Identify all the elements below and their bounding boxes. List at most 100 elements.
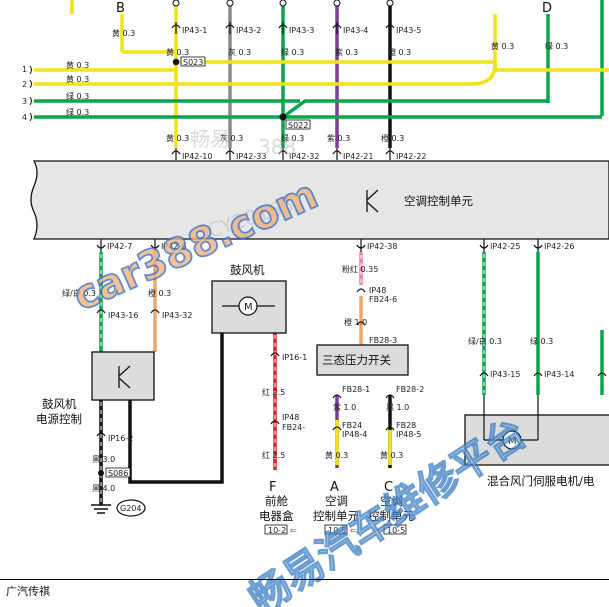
- top-wire-group: [34, 0, 609, 148]
- pressure-switch-label: 三态压力开关: [322, 353, 391, 367]
- module-bottom-connectors: [96, 239, 543, 252]
- conn-ip42-7: IP42-7: [107, 242, 132, 251]
- conn-ip43-16: IP43-16: [108, 311, 138, 320]
- conn-ip42-33: IP42-33: [236, 152, 266, 161]
- label-red-25-b: 红 2.5: [262, 450, 285, 460]
- conn-ip43-14: IP43-14: [544, 370, 574, 379]
- conn-ip16-2: IP16-2: [108, 434, 133, 443]
- splice-s086-label: S086: [108, 469, 128, 478]
- splice-s023-dot: [172, 58, 180, 66]
- label-ip42-21-wire: 紫 0.3: [327, 134, 350, 143]
- splice-s086-dot: [98, 470, 104, 476]
- conn-fb28-1: FB28-1: [342, 385, 370, 394]
- svg-text:⇒: ⇒: [373, 526, 380, 535]
- lower-wires: [99, 252, 604, 505]
- svg-text:前舱: 前舱: [265, 494, 288, 508]
- svg-text:M: M: [244, 302, 253, 313]
- conn-ip48-red: IP48: [282, 413, 299, 422]
- svg-text:3: 3: [22, 97, 27, 106]
- blower-power-label-1: 鼓风机: [42, 397, 77, 411]
- svg-text:A: A: [330, 480, 339, 495]
- blower-power-control-box: [91, 351, 155, 401]
- ground-g204-label: G204: [120, 504, 141, 513]
- label-d-yellow: 黄 0.3: [491, 41, 514, 51]
- label-ip43-4-purple: 紫 0.3: [335, 48, 358, 57]
- blower-label: 鼓风机: [230, 263, 265, 277]
- conn-ip48: IP48: [369, 286, 386, 295]
- destination-a: A 空调 控制单元 10-5 ⇐: [313, 480, 359, 535]
- destination-f: F 前舱 电器盒 10-2 ⇐: [259, 480, 297, 535]
- conn-ip43-5: IP43-5: [396, 26, 421, 35]
- label-ip42-33-wire: 灰 0.3: [220, 133, 243, 143]
- svg-text:空调: 空调: [325, 494, 348, 508]
- footer-brand: 广汽传祺: [6, 585, 50, 598]
- conn-ip42-21: IP42-21: [343, 152, 373, 161]
- conn-ip43-15: IP43-15: [490, 370, 520, 379]
- blower-power-label-2: 电源控制: [36, 412, 82, 426]
- svg-text:10-2: 10-2: [268, 526, 286, 535]
- svg-text:C: C: [384, 480, 393, 495]
- svg-text:2: 2: [22, 80, 27, 89]
- watermark-small-a: 畅易: [190, 127, 230, 151]
- ac-control-unit-label: 空调控制单元: [404, 194, 473, 208]
- label-ip43-5-orange: 橙 0.3: [388, 47, 411, 57]
- label-red-25-a: 红 2.5: [262, 387, 285, 397]
- conn-fb28: FB28: [396, 421, 416, 430]
- lower-connector-symbols: [96, 288, 607, 437]
- conn-ip42-32: IP42-32: [289, 152, 319, 161]
- left-terminals: 1 2 3 4: [22, 65, 32, 122]
- splice-s022-box: [285, 119, 311, 130]
- conn-fb28-2: FB28-2: [396, 385, 424, 394]
- label-bus-2: 黄 0.3: [66, 74, 89, 84]
- splice-s086-box: [105, 467, 131, 478]
- conn-ip42-38: IP42-38: [367, 242, 397, 251]
- label-bus-3: 绿 0.3: [66, 92, 89, 101]
- svg-text:4: 4: [22, 113, 27, 122]
- conn-ip43-4: IP43-4: [343, 26, 368, 35]
- top-connector-circles: [172, 0, 394, 7]
- conn-fb28-3: FB28-3: [369, 336, 397, 345]
- ground-g204-badge: [116, 499, 146, 517]
- splice-s023-box: [180, 56, 206, 67]
- mix-door-label: 混合风门伺服电机/电: [487, 474, 595, 488]
- conn-ip43-32: IP43-32: [162, 311, 192, 320]
- label-black-10: 黑 1.0: [386, 403, 409, 412]
- top-connector-symbols: [171, 22, 395, 34]
- label-bus-4: 绿 0.3: [66, 108, 89, 117]
- blower-transistor-icon: [118, 365, 131, 389]
- splice-s023-label: S023: [183, 58, 203, 67]
- label-ip42-7-wire: 绿/白 0.3: [62, 288, 96, 298]
- splice-s022-label: S022: [288, 121, 308, 130]
- wire-yellow-s023-loop: [176, 63, 497, 86]
- transistor-icon: [366, 189, 379, 213]
- svg-text:控制单元: 控制单元: [313, 509, 359, 523]
- svg-text:M: M: [508, 436, 517, 447]
- svg-text:电器盒: 电器盒: [259, 509, 294, 523]
- label-yellow-c: 黄 0.3: [380, 450, 403, 460]
- conn-ip16-1: IP16-1: [282, 353, 307, 362]
- label-ip42-38-wire: 粉红 0.35: [342, 264, 378, 274]
- label-ip42-25-wire: 绿/白 0.3: [468, 336, 502, 346]
- wire-green-s022-diag: [230, 92, 283, 117]
- conn-fb24-dash: FB24-: [282, 423, 305, 432]
- label-yellow-a: 黄 0.3: [325, 450, 348, 460]
- svg-text:⇐: ⇐: [350, 526, 357, 535]
- svg-text:控制单元: 控制单元: [368, 509, 414, 523]
- label-ip43-3-green: 绿 0.3: [281, 48, 304, 57]
- label-ip42-26-wire: 绿 0.3: [530, 337, 553, 346]
- conn-ip48-5: IP48-5: [396, 430, 421, 439]
- conn-ip42-6: IP42-6: [161, 242, 186, 251]
- svg-text:⇐: ⇐: [290, 526, 297, 535]
- conn-ip42-10: IP42-10: [182, 152, 212, 161]
- label-orange-10: 橙 1.0: [344, 317, 367, 327]
- destination-c: C 空调 控制单元 ⇒ 10-5: [368, 480, 414, 535]
- label-b-yellow: 黄 0.3: [112, 28, 135, 38]
- svg-text:F: F: [269, 480, 276, 495]
- harness-letter-d: D: [542, 1, 552, 16]
- conn-ip42-25: IP42-25: [490, 242, 520, 251]
- pressure-switch-box: [316, 344, 409, 376]
- label-black-30: 黑 3.0: [92, 455, 115, 464]
- label-purple-10: 紫 1.0: [333, 403, 356, 412]
- ground-symbol: [91, 504, 111, 514]
- label-ip42-32-wire: 绿 0.3: [281, 134, 304, 143]
